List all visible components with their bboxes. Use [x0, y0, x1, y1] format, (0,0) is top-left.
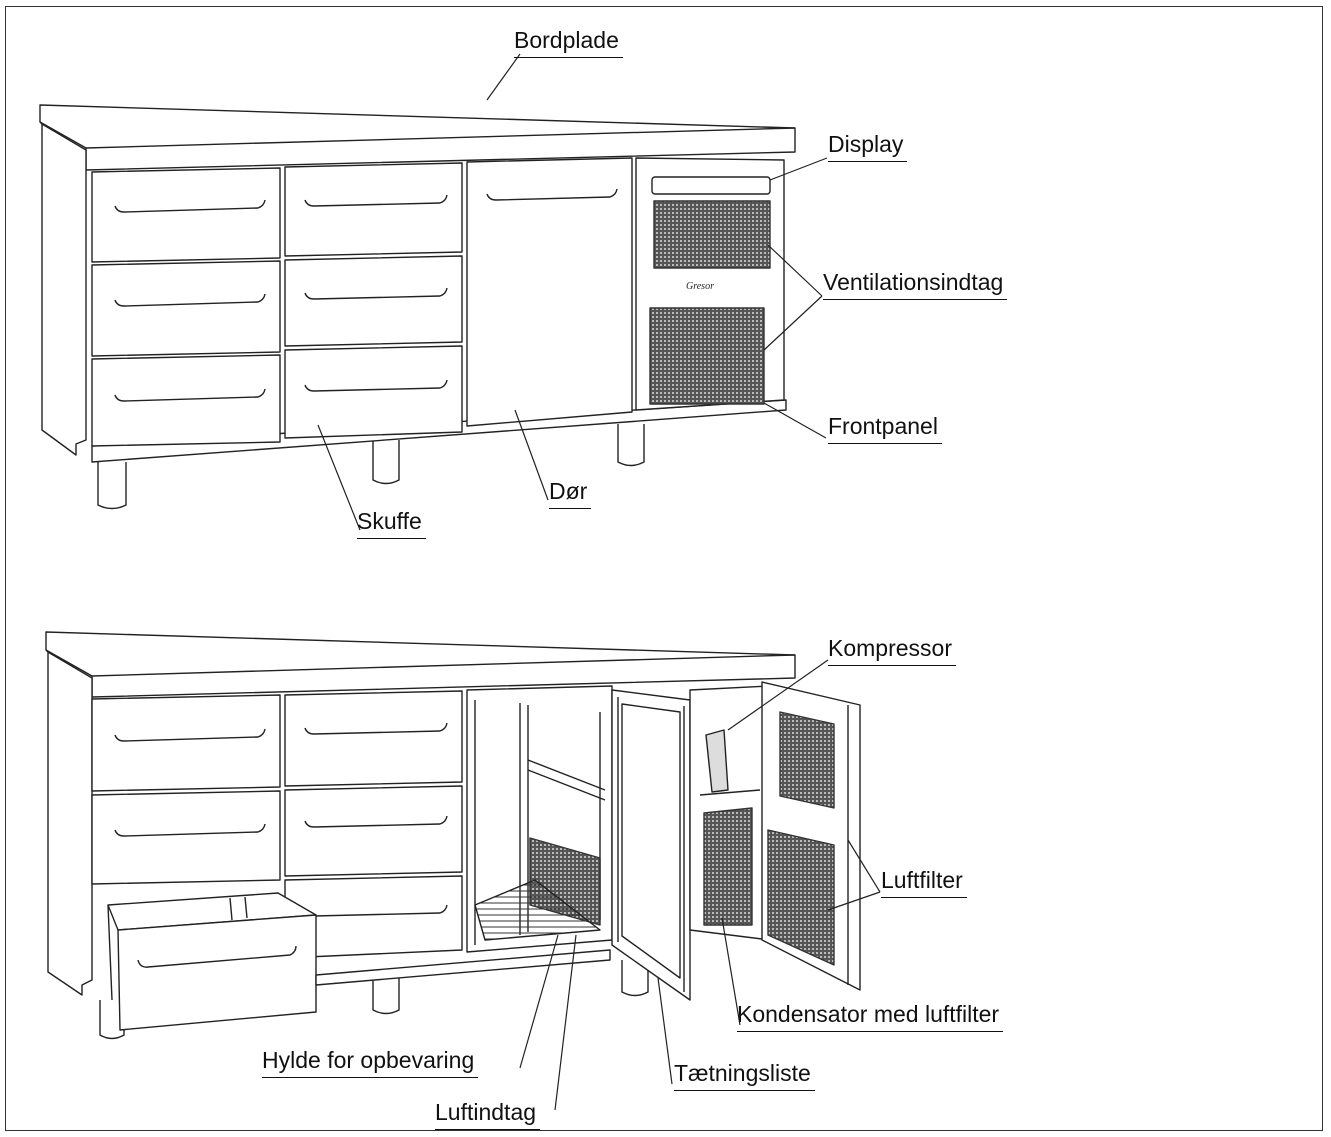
open-compartment [466, 685, 613, 953]
drawer-open [107, 892, 317, 1031]
label-luftfilter: Luftfilter [881, 867, 967, 898]
label-skuffe: Skuffe [357, 508, 426, 539]
label-hylde: Hylde for opbevaring [262, 1047, 479, 1078]
label-dor: Dør [549, 478, 592, 509]
door-top [466, 157, 633, 427]
front-panel-open [761, 681, 861, 991]
drawers-middle-bottom [284, 690, 463, 959]
compressor-bay [689, 685, 771, 941]
legs-top [97, 424, 645, 510]
drawers-middle-top [284, 162, 463, 439]
leader-lines [317, 53, 881, 1111]
label-luftindtag: Luftindtag [435, 1099, 541, 1130]
unit-open [45, 631, 861, 1040]
label-frontpanel: Frontpanel [828, 413, 942, 444]
door-open [611, 689, 691, 1001]
label-kompressor: Kompressor [828, 635, 956, 666]
label-kondensator: Kondensator med luftfilter [737, 1001, 1004, 1032]
label-ventilationsindtag: Ventilationsindtag [823, 269, 1008, 300]
worktop-top [39, 104, 796, 171]
worktop-bottom [45, 631, 796, 698]
drawers-left-top [91, 167, 281, 447]
label-display: Display [828, 131, 908, 162]
label-bordplade: Bordplade [514, 27, 623, 58]
label-taetningsliste: Tætningsliste [674, 1060, 815, 1091]
svg-text:Gresor: Gresor [686, 281, 714, 292]
diagram-frame [5, 6, 1323, 1131]
drawers-left-bottom [91, 694, 281, 885]
front-panel-top: Gresor [635, 157, 785, 411]
unit-closed: Gresor [39, 104, 796, 510]
